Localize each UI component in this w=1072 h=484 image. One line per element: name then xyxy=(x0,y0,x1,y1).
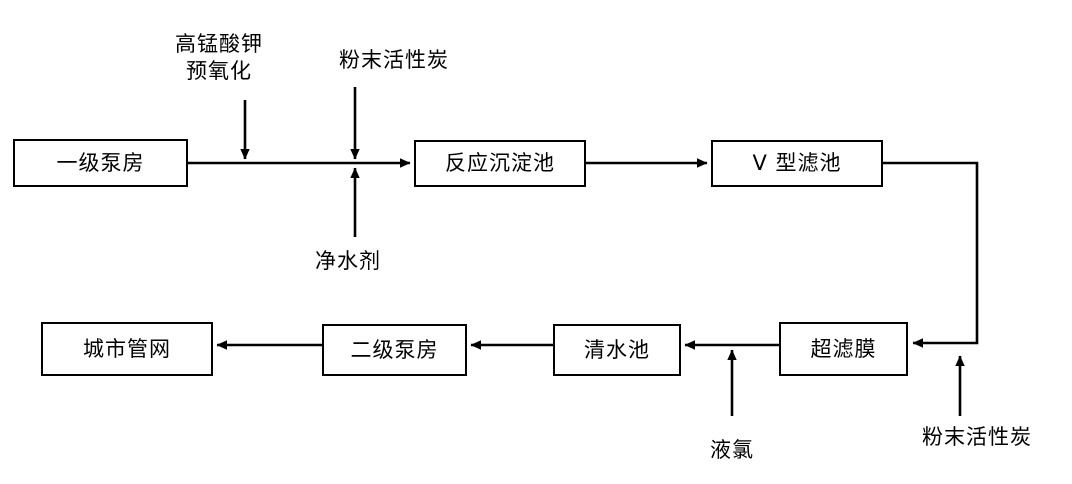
label-powdered-activated-carbon-top: 粉末活性炭 xyxy=(339,48,449,72)
node-reaction-sedimentation-tank[interactable]: 反应沉淀池 xyxy=(414,140,586,187)
label-powdered-activated-carbon-bottom: 粉末活性炭 xyxy=(922,425,1032,449)
node-secondary-pump-house[interactable]: 二级泵房 xyxy=(322,324,467,376)
node-primary-pump-house[interactable]: 一级泵房 xyxy=(13,139,188,187)
label-water-purifying-agent: 净水剂 xyxy=(315,249,381,273)
label-line-2: 预氧化 xyxy=(186,58,252,83)
node-clear-water-tank[interactable]: 清水池 xyxy=(553,324,681,376)
node-label: 清水池 xyxy=(584,337,650,362)
node-label: 一级泵房 xyxy=(56,150,145,175)
label-line-1: 高锰酸钾 xyxy=(175,32,263,56)
node-ultrafiltration-membrane[interactable]: 超滤膜 xyxy=(779,322,908,376)
node-label: 反应沉淀池 xyxy=(445,151,555,175)
label-liquid-chlorine: 液氯 xyxy=(710,438,754,462)
node-label: 二级泵房 xyxy=(350,337,439,362)
node-label: 超滤膜 xyxy=(810,336,877,361)
label-potassium-permanganate-preoxidation: 高锰酸钾 预氧化 xyxy=(175,31,263,85)
node-v-type-filter[interactable]: V 型滤池 xyxy=(711,140,883,187)
node-label: V 型滤池 xyxy=(752,151,842,175)
node-label: 城市管网 xyxy=(83,336,171,361)
connector-filter-to-ultrafiltration xyxy=(883,161,979,348)
node-city-pipe-network[interactable]: 城市管网 xyxy=(41,322,213,376)
